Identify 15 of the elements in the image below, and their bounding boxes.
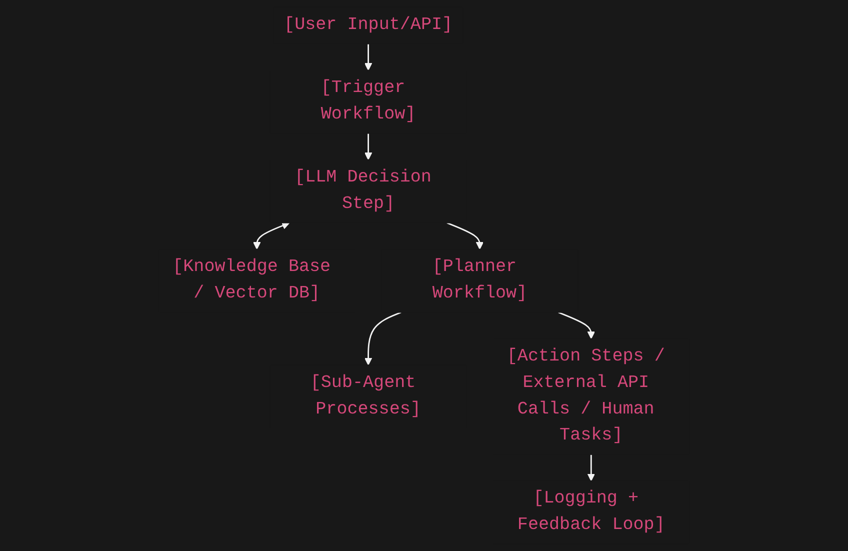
node-text: [Action Steps / External API Calls / Human Tasks] [506,346,665,446]
node-text: [Knowledge Base / Vector DB] [172,257,331,304]
arrow [558,312,595,340]
node-text: [Planner Workflow] [432,257,528,304]
arrow [364,44,372,71]
arrow [253,222,290,250]
arrow [364,133,372,160]
arrow [587,454,595,482]
node-text: [Trigger Workflow] [320,78,416,125]
arrow [364,312,402,366]
arrow [446,222,484,250]
node-text: [LLM Decision Step] [294,168,432,214]
node-text: [Sub-Agent Processes] [310,372,421,420]
node-text: [User Input/API] [284,14,453,36]
node-text: [Logging + Feedback Loop] [517,488,665,536]
